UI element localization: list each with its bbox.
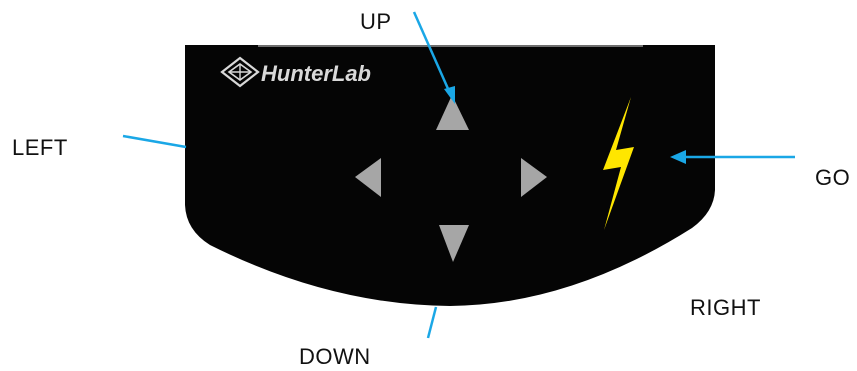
go-button-lightning-icon[interactable] [603, 97, 634, 230]
hunterlab-logo: HunterLab [220, 56, 371, 88]
hunterlab-cube-logo-icon [220, 56, 260, 88]
callout-line-up [412, 11, 451, 92]
callout-label-up: UP [360, 9, 392, 34]
callout-line-down [426, 306, 438, 339]
device-keypad-body [185, 45, 715, 306]
right-arrow-button[interactable] [521, 158, 547, 197]
left-arrow-button[interactable] [355, 158, 381, 197]
callout-label-go: GO [815, 165, 851, 190]
brand-name: HunterLab [261, 61, 371, 86]
down-arrow-button[interactable] [439, 225, 469, 262]
up-arrow-button[interactable] [436, 95, 469, 130]
callout-line-left [122, 134, 187, 149]
callout-arrowhead-up [444, 86, 455, 104]
callout-label-right: RIGHT [690, 295, 761, 320]
callout-label-down: DOWN [299, 344, 371, 369]
callout-lines [122, 11, 795, 339]
callout-label-left: LEFT [12, 135, 68, 160]
callout-arrowhead-go [670, 150, 686, 164]
